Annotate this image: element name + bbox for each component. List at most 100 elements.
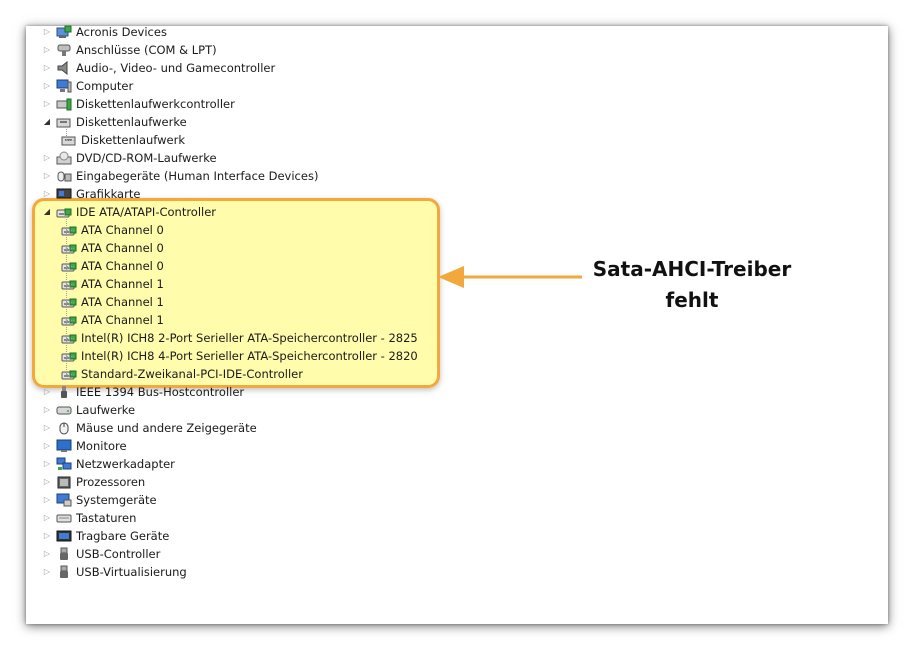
tree-item-label: Diskettenlaufwerke (76, 115, 187, 129)
dvd-icon (56, 151, 72, 165)
tree-category[interactable]: ▷ Audio-, Video- und Gamecontroller (42, 59, 275, 77)
tree-connector (66, 219, 67, 374)
disk-drive-icon (56, 403, 72, 417)
system-device-icon (56, 493, 72, 507)
floppy-controller-icon (56, 97, 72, 111)
tree-category[interactable]: ▷Diskettenlaufwerkcontroller (42, 95, 235, 113)
tree-connector (66, 320, 74, 321)
annotation-line-2: fehlt (665, 288, 719, 312)
tree-category[interactable]: ▷ Tastaturen (42, 509, 136, 527)
tree-category[interactable]: ▷ Anschlüsse (COM & LPT) (42, 41, 217, 59)
tree-item-label: Diskettenlaufwerk (81, 133, 185, 147)
mouse-icon (56, 421, 72, 435)
tree-item-label: Laufwerke (76, 403, 136, 417)
expand-triangle-icon[interactable]: ▷ (43, 387, 51, 396)
tree-device[interactable]: Intel(R) ICH8 4-Port Serieller ATA-Speic… (61, 347, 418, 365)
tree-connector (66, 248, 74, 249)
tree-item-label: Systemgeräte (76, 493, 157, 507)
expand-triangle-icon[interactable]: ▷ (43, 63, 51, 72)
expand-triangle-icon[interactable]: ▷ (43, 567, 51, 576)
expand-triangle-icon[interactable]: ▷ (43, 99, 51, 108)
tree-item-label: Standard-Zweikanal-PCI-IDE-Controller (81, 367, 303, 381)
tree-item-label: ATA Channel 0 (81, 223, 164, 237)
expand-triangle-icon[interactable]: ▷ (43, 531, 51, 540)
annotation-text: Sata-AHCI-Treiber fehlt (574, 254, 810, 316)
tree-item-label: ATA Channel 0 (81, 241, 164, 255)
tree-device[interactable]: ATA Channel 0 (61, 221, 164, 239)
expand-triangle-icon[interactable]: ▷ (43, 459, 51, 468)
expand-triangle-icon[interactable]: ▷ (43, 513, 51, 522)
tree-category[interactable]: ▷USB-Controller (42, 545, 160, 563)
tree-item-label: Anschlüsse (COM & LPT) (76, 43, 217, 57)
expand-triangle-icon[interactable]: ▷ (43, 477, 51, 486)
tree-device[interactable]: ATA Channel 1 (61, 293, 164, 311)
tree-category[interactable]: ▷ Prozessoren (42, 473, 145, 491)
tree-connector (66, 284, 74, 285)
expand-triangle-icon[interactable]: ▷ (43, 153, 51, 162)
tree-connector (66, 302, 74, 303)
tree-device[interactable]: ATA Channel 1 (61, 311, 164, 329)
tree-category[interactable]: ◢ Diskettenlaufwerke (42, 113, 187, 131)
tree-device[interactable]: ATA Channel 0 (61, 257, 164, 275)
network-icon (56, 457, 72, 471)
tree-item-label: Computer (76, 79, 134, 93)
expand-triangle-icon[interactable]: ▷ (43, 549, 51, 558)
tree-category[interactable]: ▷ Computer (42, 77, 133, 95)
tree-item-label: DVD/CD-ROM-Laufwerke (76, 151, 217, 165)
tree-device[interactable]: Intel(R) ICH8 2-Port Serieller ATA-Speic… (61, 329, 418, 347)
tree-category[interactable]: ▷ Acronis Devices (42, 23, 167, 41)
keyboard-icon (56, 511, 72, 525)
firewire-icon (56, 385, 72, 399)
tree-category[interactable]: ▷ Systemgeräte (42, 491, 157, 509)
expand-triangle-icon[interactable]: ▷ (43, 81, 51, 90)
screenshot-frame: ▷Acronis Devices▷Anschlüsse (COM & LPT)▷… (26, 23, 888, 624)
tree-category[interactable]: ◢IDE ATA/ATAPI-Controller (42, 203, 216, 221)
tree-device[interactable]: Diskettenlaufwerk (61, 131, 185, 149)
annotation-arrow (438, 266, 582, 288)
expand-triangle-icon[interactable]: ▷ (43, 423, 51, 432)
tree-item-label: Prozessoren (76, 475, 146, 489)
tree-item-label: Audio-, Video- und Gamecontroller (76, 61, 276, 75)
collapse-triangle-icon[interactable]: ◢ (43, 117, 51, 126)
tree-connector (66, 140, 74, 141)
usb-icon (56, 547, 72, 561)
tree-item-label: ATA Channel 0 (81, 259, 164, 273)
tree-item-label: Acronis Devices (76, 25, 167, 39)
tree-category[interactable]: ▷ USB-Virtualisierung (42, 563, 187, 581)
tree-category[interactable]: ▷ Mäuse und andere Zeigegeräte (42, 419, 257, 437)
tree-item-label: Tragbare Geräte (76, 529, 170, 543)
tree-category[interactable]: ▷Netzwerkadapter (42, 455, 175, 473)
expand-triangle-icon[interactable]: ▷ (43, 441, 51, 450)
tree-device[interactable]: ATA Channel 0 (61, 239, 164, 257)
tree-category[interactable]: ▷ Grafikkarte (42, 185, 141, 203)
collapse-triangle-icon[interactable]: ◢ (43, 207, 51, 216)
expand-triangle-icon[interactable]: ▷ (43, 27, 51, 36)
tree-category[interactable]: ▷ DVD/CD-ROM-Laufwerke (42, 149, 217, 167)
monitor-icon (56, 439, 72, 453)
expand-triangle-icon[interactable]: ▷ (43, 45, 51, 54)
expand-triangle-icon[interactable]: ▷ (43, 189, 51, 198)
tree-item-label: Grafikkarte (76, 187, 141, 201)
tree-item-label: Intel(R) ICH8 4-Port Serieller ATA-Speic… (81, 349, 418, 363)
expand-triangle-icon[interactable]: ▷ (43, 171, 51, 180)
expand-triangle-icon[interactable]: ▷ (43, 405, 51, 414)
tree-item-label: Intel(R) ICH8 2-Port Serieller ATA-Speic… (81, 331, 418, 345)
tree-category[interactable]: ▷Eingabegeräte (Human Interface Devices) (42, 167, 319, 185)
tree-item-label: ATA Channel 1 (81, 277, 164, 291)
tree-device[interactable]: Standard-Zweikanal-PCI-IDE-Controller (61, 365, 303, 383)
tree-category[interactable]: ▷IEEE 1394 Bus-Hostcontroller (42, 383, 244, 401)
tree-category[interactable]: ▷ Laufwerke (42, 401, 135, 419)
tree-device[interactable]: ATA Channel 1 (61, 275, 164, 293)
port-icon (56, 43, 72, 57)
processor-icon (56, 475, 72, 489)
tree-item-label: USB-Virtualisierung (76, 565, 187, 579)
tree-item-label: Mäuse und andere Zeigegeräte (76, 421, 257, 435)
tree-category[interactable]: ▷Monitore (42, 437, 127, 455)
computer-icon (56, 79, 72, 93)
tree-category[interactable]: ▷ Tragbare Geräte (42, 527, 169, 545)
tree-item-label: Tastaturen (76, 511, 137, 525)
usb-icon (56, 565, 72, 579)
hid-icon (56, 169, 72, 183)
ide-controller-icon (56, 205, 72, 219)
expand-triangle-icon[interactable]: ▷ (43, 495, 51, 504)
